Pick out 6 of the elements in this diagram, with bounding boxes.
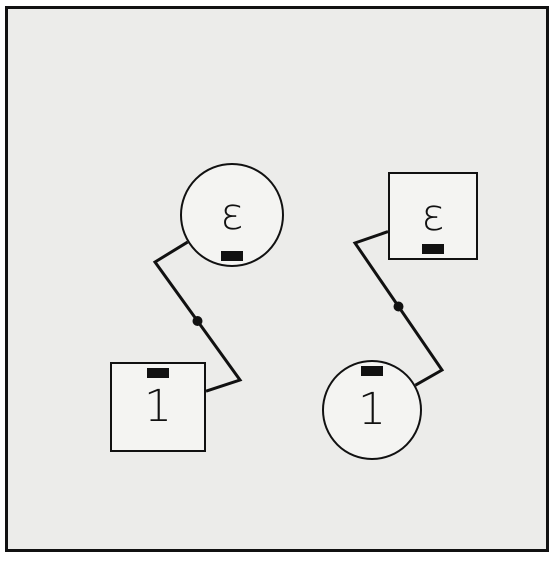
node-symbol: 1 [358,388,386,432]
square-node [110,362,206,452]
node-symbol: 1 [144,385,172,429]
node-symbol: ε [421,194,445,238]
square-node [388,172,478,260]
node-symbol: ε [220,193,244,237]
